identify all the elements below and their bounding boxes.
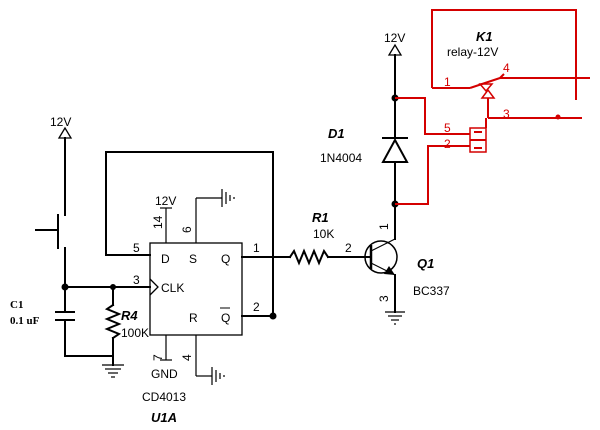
power-arrow-icon: [57, 126, 73, 139]
capacitor-c1: [55, 311, 75, 321]
r4-ref: R4: [121, 308, 138, 323]
r1-value: 10K: [313, 227, 334, 241]
ic-pin-s: S: [189, 252, 197, 266]
power-label-top-left: 12V: [50, 115, 71, 129]
d1-part: 1N4004: [320, 151, 362, 165]
ground-icon: [385, 311, 405, 325]
k1-ref: K1: [476, 29, 493, 44]
ic-gnd-label: GND: [151, 367, 178, 381]
power-label-ic: 12V: [155, 194, 176, 208]
feedback-wire: [105, 151, 277, 320]
pin-num-5: 5: [133, 241, 140, 255]
ic-part: CD4013: [142, 390, 186, 404]
k1-part: relay-12V: [447, 45, 498, 59]
diode-d1: [381, 137, 409, 163]
q1-ref: Q1: [417, 256, 434, 271]
c1-value: 0.1 uF: [10, 315, 40, 327]
k1-pin5: 5: [444, 121, 451, 135]
flipflop-u1a: D S Q CLK R Q 5 3 1 2 14 6 7 4 12V GND: [133, 189, 260, 425]
pin-num-3: 3: [133, 273, 140, 287]
ic-pin-q: Q: [221, 252, 230, 266]
k1-pin4: 4: [503, 61, 510, 75]
q1-pin1: 1: [377, 223, 391, 230]
relay-k1: 1 4 3 5 2: [395, 9, 590, 205]
r4-value: 100K: [121, 326, 149, 340]
transistor-q1: [364, 203, 398, 313]
pin-num-4: 4: [180, 354, 194, 361]
k1-pin1: 1: [444, 75, 451, 89]
power-label-diode: 12V: [384, 31, 405, 45]
resistor-r1: [288, 248, 330, 266]
d1-ref: D1: [328, 126, 345, 141]
ic-pin-qbar: Q: [221, 311, 230, 325]
ic-ref: U1A: [151, 410, 177, 425]
pushbutton-switch: [35, 201, 66, 263]
q1-pin3: 3: [377, 295, 391, 302]
power-arrow-icon: [387, 43, 403, 56]
ic-pin-d: D: [161, 252, 170, 266]
resistor-r4: [104, 286, 122, 357]
r1-pin: 2: [345, 241, 352, 255]
k1-pin2: 2: [444, 137, 451, 151]
pin-num-2: 2: [253, 300, 260, 314]
c1-ref: C1: [10, 299, 23, 311]
pin-num-14: 14: [151, 215, 165, 229]
r1-ref: R1: [312, 210, 329, 225]
pin-num-7: 7: [151, 354, 165, 361]
pin-num-1: 1: [253, 241, 260, 255]
left-supply: 12V C1 0.1 uF R4 100K: [10, 115, 151, 378]
ground-icon: [221, 189, 235, 207]
ic-pin-r: R: [189, 311, 198, 325]
ic-pin-clk: CLK: [161, 281, 184, 295]
q1-part: BC337: [413, 284, 450, 298]
ground-icon: [102, 364, 124, 378]
ground-icon: [211, 367, 225, 385]
pin-num-6: 6: [180, 226, 194, 233]
k1-pin3: 3: [503, 107, 510, 121]
